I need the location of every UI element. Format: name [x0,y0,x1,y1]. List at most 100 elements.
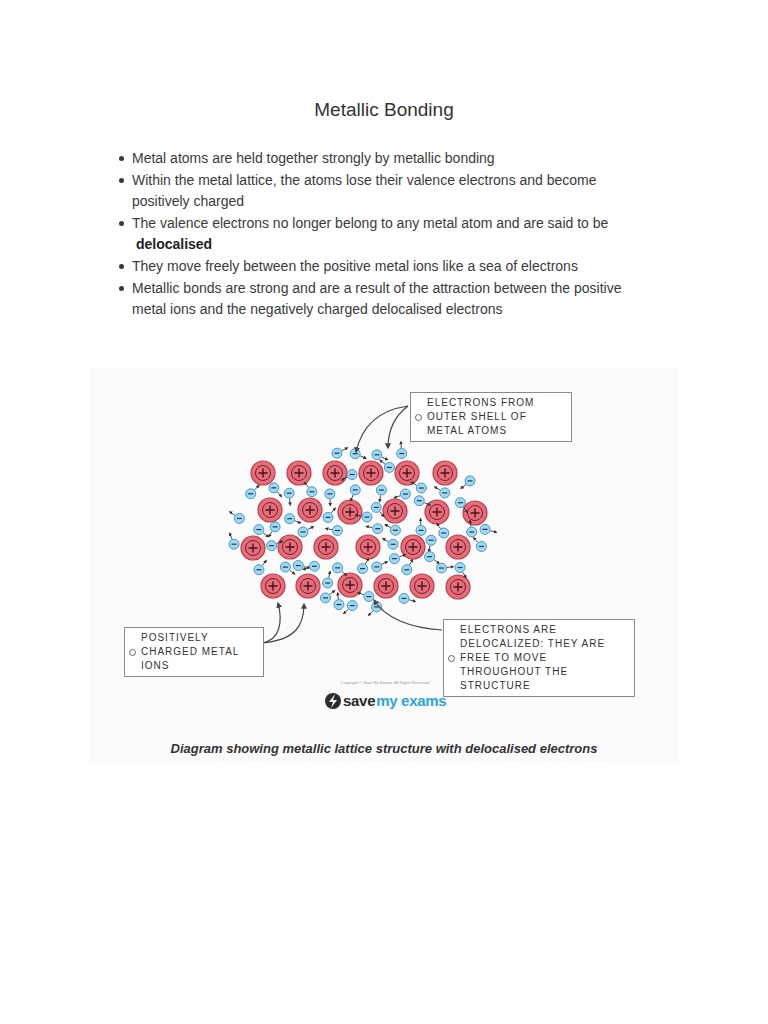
metal-ion [356,535,380,559]
delocalised-electron [372,561,388,571]
delocalised-electron [280,562,295,574]
delocalised-electron [434,487,449,498]
metal-ion [314,535,338,559]
delocalised-electron [350,449,366,459]
metal-ion [261,574,285,598]
delocalised-electron [341,470,357,481]
logo-icon [325,693,341,709]
figure-caption: Diagram showing metallic lattice structu… [0,741,768,756]
delocalised-electron [350,485,360,501]
delocalised-electron [467,520,477,537]
bullet-point: Metallic bonds are strong and are a resu… [118,278,648,320]
metal-ion [433,461,457,485]
bold-term: delocalised [136,234,212,255]
delocalised-electron [269,483,282,497]
delocalised-electron [254,525,268,537]
metal-ion [323,461,347,485]
metal-ion [251,461,275,485]
delocalised-electron [284,488,294,505]
delocalised-electron [355,512,372,522]
bullet-point: Within the metal lattice, the atoms lose… [118,170,648,212]
tag-hole [448,655,455,662]
delocalised-electron [455,498,467,513]
metal-lattice [229,442,497,616]
delocalised-electron [385,524,401,535]
callout-box: ELECTRONS FROM OUTER SHELL OF METAL ATOM… [410,392,572,442]
delocalised-electron [380,460,395,472]
delocalised-electron [246,485,259,499]
delocalised-electron [416,518,426,535]
metal-ion [287,461,311,485]
metal-ion [258,498,282,522]
delocalised-electron [383,538,398,549]
callout-text: ELECTRONS FROM OUTER SHELL OF METAL ATOM… [427,396,563,438]
metal-ion [446,535,470,559]
metal-ion [359,461,383,485]
delocalised-electron [426,535,436,552]
delocalised-electron [437,563,454,573]
delocalised-electron [229,533,239,549]
delocalised-electron [285,514,301,524]
metal-ion [463,501,487,525]
delocalised-electron [293,561,310,571]
delocalised-electron [399,593,416,603]
delocalised-electron [304,482,316,496]
page-title: Metallic Bonding [0,99,768,121]
delocalised-electron [325,489,335,506]
metal-ion [395,461,419,485]
logo: savemy exams [343,692,446,709]
metal-ion [425,500,449,524]
delocalised-electron [372,450,388,460]
metal-ion [278,535,302,559]
delocalised-electron [358,558,369,573]
bullet-point: Metal atoms are held together strongly b… [118,148,648,169]
delocalised-electron [358,592,374,602]
metal-ion [383,499,407,523]
callout-box: POSITIVELY CHARGED METAL IONS [124,627,264,677]
delocalised-electron [389,554,405,564]
delocalised-electron [411,482,426,493]
delocalised-electron [414,496,430,506]
delocalised-electron [332,448,348,459]
logo-word: save [343,692,375,709]
metal-ion [296,574,320,598]
delocalised-electron [402,559,413,574]
delocalised-electron [425,552,440,564]
delocalised-electron [267,541,283,551]
image-ground [90,367,678,762]
callout-text: ELECTRONS ARE DELOCALIZED: THEY ARE FREE… [460,623,626,693]
delocalised-electron [344,601,358,614]
delocalised-electron [303,561,320,571]
delocalised-electron [473,537,486,551]
tag-hole [129,649,136,656]
metal-ion [241,536,265,560]
delocalised-electron [321,590,335,602]
delocalised-electron [269,522,281,537]
bullet-text: Metal atoms are held together strongly b… [132,150,495,166]
delocalised-electron [394,489,410,499]
delocalised-electron [437,523,449,538]
bullet-point: The valence electrons no longer belong t… [118,213,648,255]
bullet-text: Metallic bonds are strong and are a resu… [132,280,622,317]
delocalised-electron [334,593,344,610]
metal-ion [374,574,398,598]
bullet-point: They move freely between the positive me… [118,256,648,277]
delocalised-electron [366,524,383,534]
delocalised-electron [376,485,386,502]
delocalised-electron [455,563,466,578]
bullet-text: They move freely between the positive me… [132,258,578,274]
delocalised-electron [461,476,475,489]
delocalised-electron [397,442,407,459]
copyright-note: Copyright © Save My Exams. All Rights Re… [330,680,440,685]
metal-ion [338,573,362,597]
delocalised-electron [298,527,314,537]
tag-hole [415,414,422,421]
delocalised-electron [326,526,343,536]
bullet-list: Metal atoms are held together strongly b… [118,148,648,321]
bullet-text: The valence electrons no longer belong t… [132,215,608,231]
delocalised-electron [323,508,335,522]
metal-ion [401,535,425,559]
delocalised-electron [480,524,497,534]
metal-ion [446,575,470,599]
delocalised-electron [254,560,266,574]
